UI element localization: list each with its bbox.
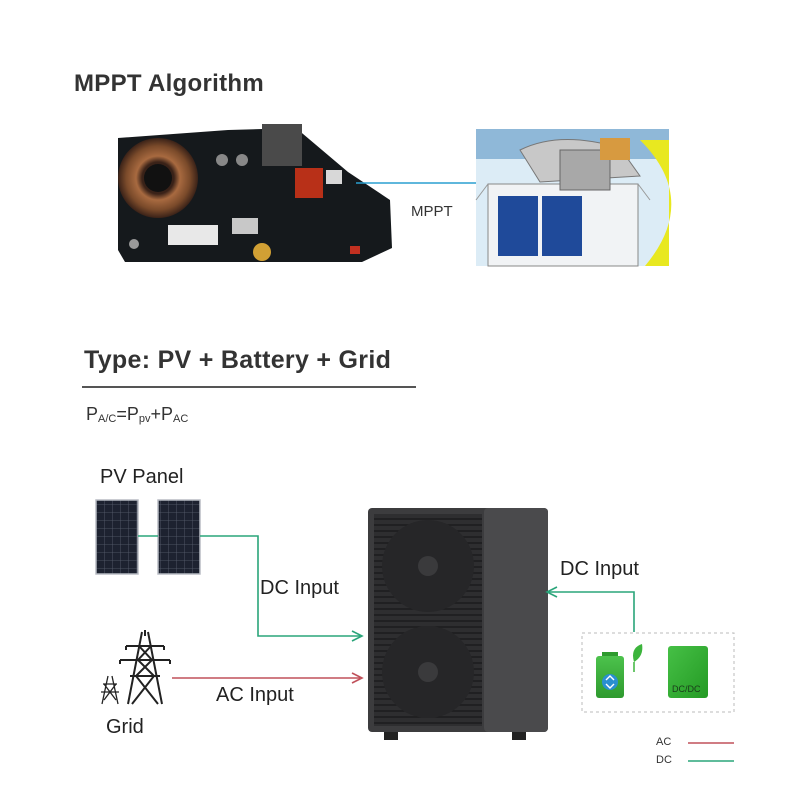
dc-input-left-label: DC Input — [260, 577, 339, 599]
dc-input-right-line — [548, 591, 635, 632]
circuit-board-image — [118, 124, 392, 262]
leaf-icon — [633, 644, 643, 672]
heat-pump-unit — [368, 508, 548, 740]
ac-arrowhead — [351, 672, 364, 684]
power-tower-icon — [119, 630, 171, 705]
type-heading: Type: PV + Battery + Grid — [84, 346, 392, 374]
dc-left-arrowhead — [351, 630, 364, 642]
mppt-link-label: MPPT — [411, 203, 453, 220]
legend-dc-label: DC — [656, 754, 672, 766]
small-tower-icon — [101, 675, 119, 705]
dcdc-label: DC/DC — [672, 684, 701, 694]
ac-input-label: AC Input — [216, 684, 294, 706]
pv-panel-icon — [95, 499, 201, 575]
legend-ac-label: AC — [656, 736, 672, 748]
battery-icon — [596, 652, 624, 698]
pv-panel-label: PV Panel — [100, 466, 184, 488]
dc-input-left-line — [200, 535, 360, 637]
mppt-heading: MPPT Algorithm — [74, 70, 264, 97]
inverter-cutaway-image — [475, 129, 672, 267]
grid-label: Grid — [106, 716, 144, 738]
dc-input-right-label: DC Input — [560, 558, 639, 580]
dc-right-arrowhead — [545, 586, 558, 598]
dcdc-converter-icon — [668, 646, 708, 698]
heading-underline — [82, 386, 416, 388]
power-formula: PA/C=Ppv+PAC — [86, 404, 189, 425]
